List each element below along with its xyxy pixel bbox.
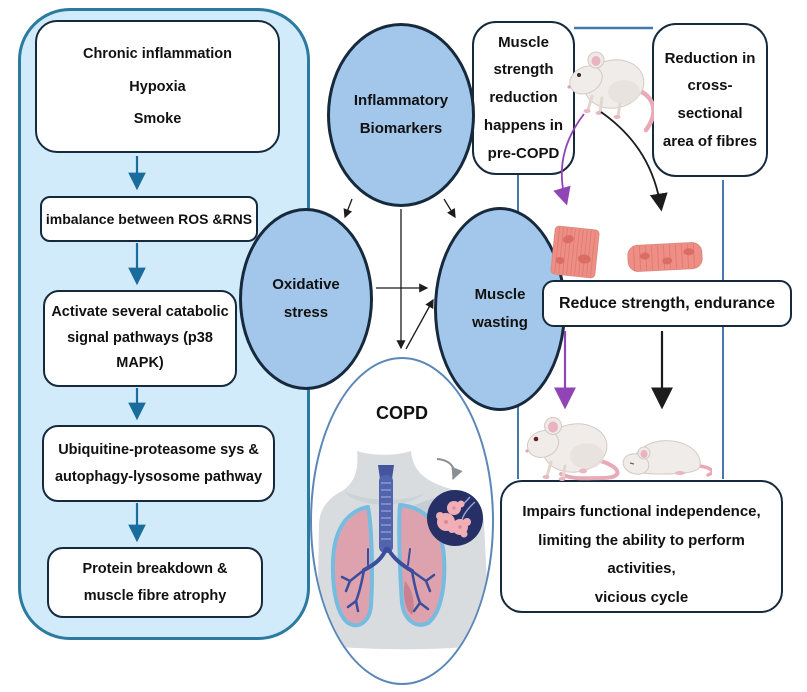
step-proteasome-box: Ubiquitine-proteasome sys & autophagy-ly… <box>42 425 275 502</box>
mouse-closed-eye <box>629 462 635 465</box>
mouse-haunch <box>570 443 604 469</box>
reduce-strength-box: Reduce strength, endurance <box>542 280 792 327</box>
precopd-box: Muscle strength reduction happens in pre… <box>472 21 575 175</box>
mouse-inner-ear <box>548 421 558 433</box>
causes-box: Chronic inflammation Hypoxia Smoke <box>35 20 280 153</box>
cardiac-notch <box>403 581 414 615</box>
torso-shading <box>344 491 424 505</box>
trachea-rings <box>381 482 391 540</box>
mouse-eye <box>533 436 539 442</box>
impairs-line-3: vicious cycle <box>594 588 689 606</box>
weak-mouse-illustration <box>525 417 620 481</box>
impairs-line-2: limiting the ability to perform activiti… <box>538 531 745 578</box>
precopd-label: Muscle strength reduction happens in pre… <box>483 33 564 162</box>
mouse-tail <box>698 464 712 477</box>
mouse-foot <box>675 471 685 475</box>
trachea <box>379 475 393 553</box>
mouse-feet <box>542 468 587 481</box>
node-inflammatory-label: Inflammatory Biomarkers <box>353 91 449 138</box>
step-protein-breakdown-label: Protein breakdown & muscle fibre atrophy <box>82 561 228 604</box>
alveoli-dots <box>444 506 462 529</box>
step-protein-breakdown-box: Protein breakdown & muscle fibre atrophy <box>47 547 263 618</box>
cross-sectional-box: Reduction in cross-sectional area of fib… <box>652 23 768 177</box>
healthy-mouse-illustration <box>567 51 654 133</box>
mouse-eye <box>577 73 581 77</box>
muscle-fibre-sections-illustration <box>550 225 703 279</box>
lungs-with-alveoli-inset-illustration <box>317 451 490 650</box>
node-oxidative-label: Oxidative stress <box>272 275 340 322</box>
arrow-inflammatory-to-oxidative <box>343 198 353 219</box>
mouse-inner-ear <box>640 450 648 458</box>
node-inflammatory-biomarkers: Inflammatory Biomarkers <box>327 23 475 207</box>
step-catabolic-box: Activate several catabolic signal pathwa… <box>43 290 237 387</box>
mouse-tail <box>559 458 620 481</box>
cause-hypoxia: Hypoxia <box>129 78 186 95</box>
step-imbalance-box: imbalance between ROS &RNS <box>40 196 258 242</box>
node-copd-label: COPD <box>375 403 428 423</box>
arrow-inflammatory-to-musclewasting <box>443 198 456 219</box>
inset-pointer-arrow <box>436 458 463 480</box>
cause-chronic-inflammation: Chronic inflammation <box>82 46 233 63</box>
fibre-large <box>550 225 600 279</box>
larynx <box>378 465 394 479</box>
arrow-copd-to-musclewasting <box>405 298 434 350</box>
mouse-inner-ear <box>591 56 601 66</box>
bronchial-tree <box>340 547 436 613</box>
fibre-thin <box>627 242 703 272</box>
cause-smoke: Smoke <box>133 110 182 127</box>
alveoli-inset-circle <box>427 490 483 546</box>
mouse-tail <box>635 87 654 133</box>
mouse-legs <box>545 460 567 480</box>
mouse-nose <box>525 449 529 453</box>
step-proteasome-label: Ubiquitine-proteasome sys & autophagy-ly… <box>54 442 263 485</box>
node-muscle-wasting-label: Muscle wasting <box>472 285 528 332</box>
impairs-box: Impairs functional independence, limitin… <box>500 480 783 613</box>
reduce-strength-label: Reduce strength, endurance <box>558 294 776 312</box>
mouse-feet <box>583 109 621 119</box>
mouse-head <box>569 65 603 95</box>
hunched-mouse-illustration <box>622 440 712 477</box>
mouse-nose <box>567 85 571 89</box>
left-lung <box>330 505 374 628</box>
step-imbalance-label: imbalance between ROS &RNS <box>45 211 253 227</box>
step-catabolic-label: Activate several catabolic signal pathwa… <box>51 304 229 372</box>
node-oxidative-stress: Oxidative stress <box>239 208 373 390</box>
impairs-line-1: Impairs functional independence, <box>522 503 761 520</box>
node-copd: COPD <box>310 357 494 685</box>
mouse-haunch <box>608 80 640 104</box>
cross-sectional-label: Reduction in cross-sectional area of fib… <box>662 49 758 150</box>
